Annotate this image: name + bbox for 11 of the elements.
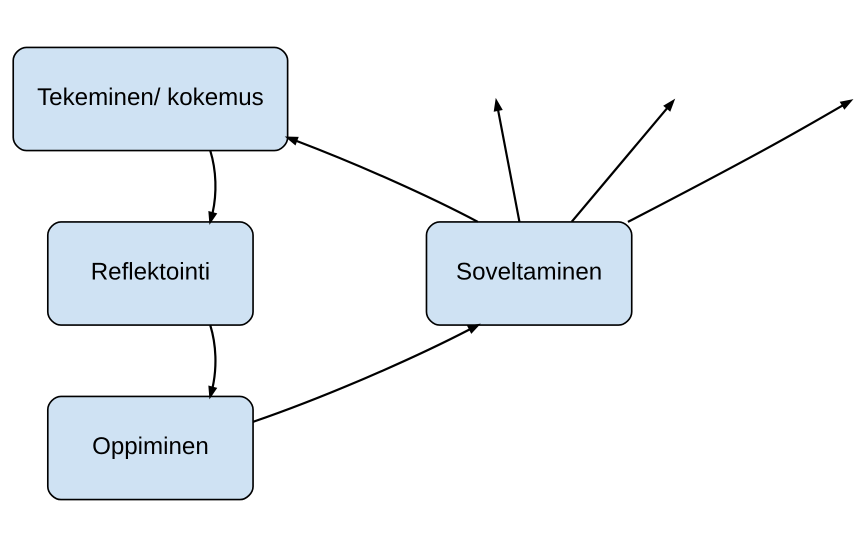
arrow [208, 324, 218, 399]
arrow [627, 98, 854, 222]
node-box: Reflektointi [46, 220, 254, 326]
arrow [494, 97, 520, 222]
node-box: Soveltaminen [426, 220, 633, 326]
arrow [284, 136, 478, 222]
arrow [208, 150, 218, 224]
arrow [252, 323, 481, 422]
node-box: Tekeminen/ kokemus [12, 46, 288, 151]
node-box: Oppiminen [46, 395, 254, 500]
arrow [570, 98, 676, 222]
